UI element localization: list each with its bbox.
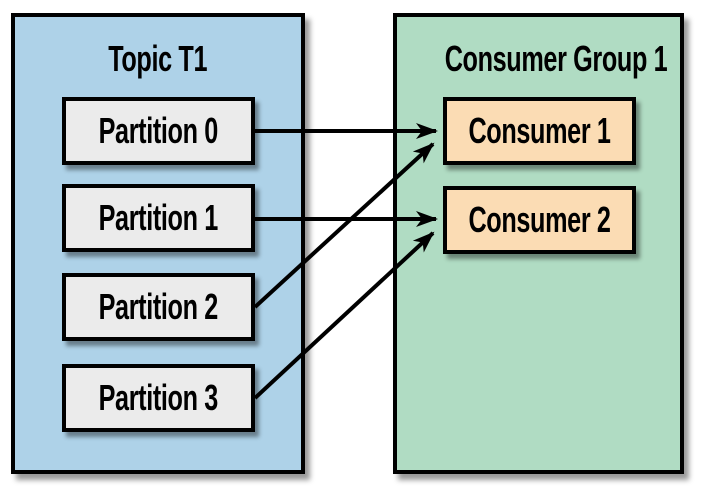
- consumer-2-node: Consumer 2: [443, 186, 636, 254]
- partition-1-node: Partition 1: [62, 184, 255, 252]
- consumer-group-title-text: Consumer Group 1: [444, 38, 668, 79]
- consumer-group-title: Consumer Group 1: [397, 39, 680, 79]
- topic-title-text: Topic T1: [108, 38, 208, 79]
- consumer-1-label: Consumer 1: [468, 110, 611, 151]
- partition-0-label: Partition 0: [98, 110, 219, 151]
- consumer-2-label: Consumer 2: [468, 199, 611, 240]
- partition-2-label: Partition 2: [98, 286, 219, 327]
- partition-2-node: Partition 2: [62, 273, 255, 341]
- partition-1-label: Partition 1: [98, 197, 219, 238]
- partition-0-node: Partition 0: [62, 97, 255, 165]
- topic-title: Topic T1: [15, 39, 301, 79]
- consumer-1-node: Consumer 1: [443, 97, 636, 165]
- partition-3-node: Partition 3: [62, 364, 255, 432]
- partition-3-label: Partition 3: [98, 377, 219, 418]
